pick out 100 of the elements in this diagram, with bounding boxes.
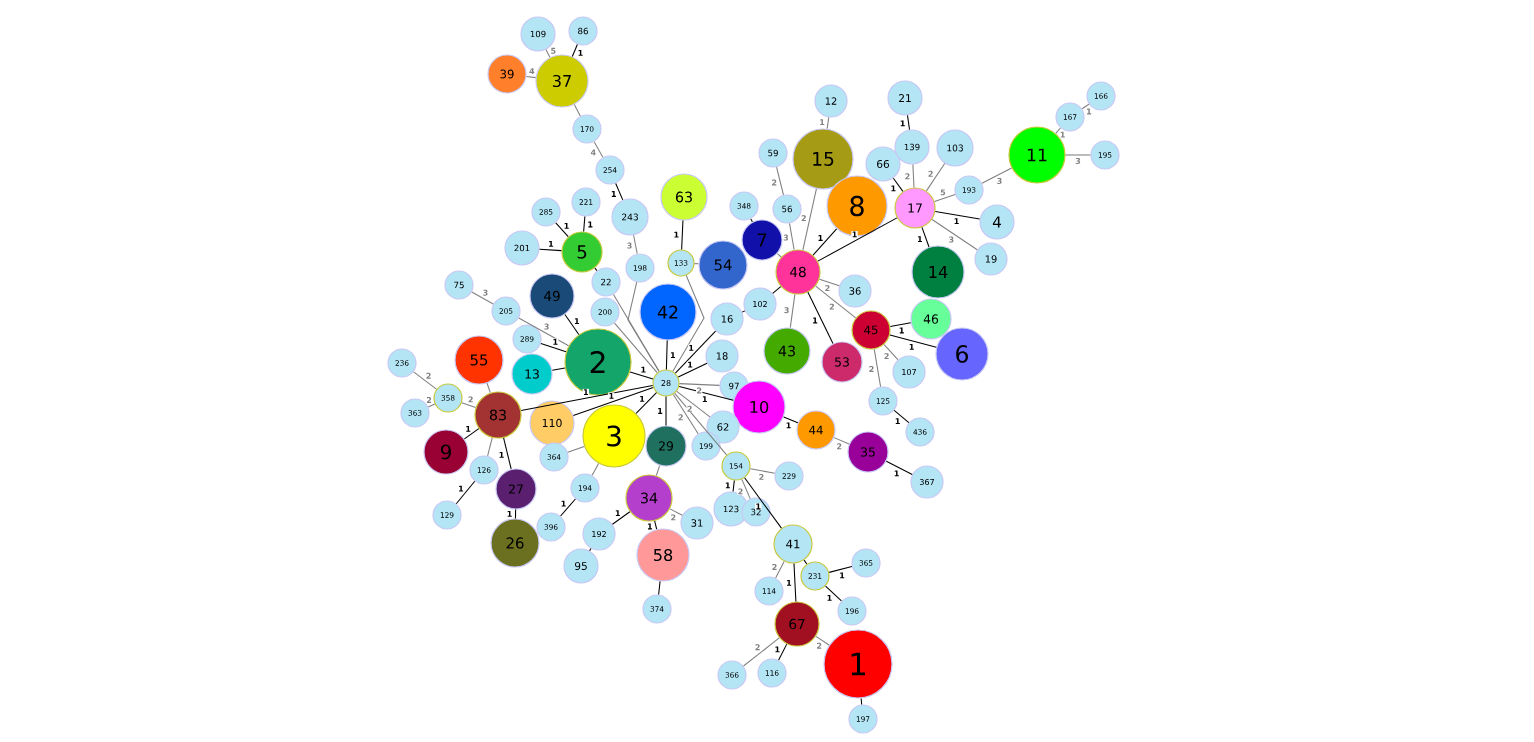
edge-label: 1 <box>785 422 792 429</box>
edge-label: 2 <box>670 514 677 521</box>
edge-label: 4 <box>590 149 597 156</box>
edge-line <box>674 392 728 456</box>
edge-line <box>461 402 477 408</box>
edge-line <box>789 293 796 329</box>
edge-line <box>612 294 660 372</box>
edge-label: 3 <box>782 234 790 241</box>
edge-label: 2 <box>686 405 693 413</box>
edge-line <box>776 166 784 196</box>
edge-label: 2 <box>696 387 703 394</box>
edge-line <box>525 75 537 79</box>
edge-line <box>627 281 660 372</box>
edge-line <box>750 218 753 223</box>
edge-line <box>486 382 491 394</box>
edge-line <box>427 403 436 408</box>
edge-line <box>1055 127 1061 134</box>
edge-line <box>803 559 808 565</box>
edge-line <box>741 310 746 313</box>
edge-line <box>815 285 857 319</box>
edge-line <box>560 498 576 517</box>
edge-label: 1 <box>640 366 647 373</box>
edge-line <box>775 560 785 579</box>
edge-line <box>518 317 570 347</box>
edge-label: 5 <box>939 189 947 196</box>
edge-label: 1 <box>547 240 555 248</box>
edge-line <box>912 164 915 188</box>
edge-label: 1 <box>687 344 695 352</box>
edge-line <box>655 465 661 477</box>
edge-line <box>583 216 586 232</box>
edge-line <box>921 226 930 248</box>
edge-line <box>514 509 517 519</box>
edge-label: 1 <box>785 579 793 587</box>
edge-line <box>591 463 600 476</box>
edge-label: 1 <box>898 327 905 334</box>
edge-label: 2 <box>868 365 875 373</box>
edge-line <box>520 385 654 412</box>
edge-line <box>802 188 817 251</box>
edge-label: 3 <box>996 177 1003 185</box>
edge-line <box>889 322 912 327</box>
edge-label: 1 <box>838 572 846 579</box>
edge-label: 1 <box>614 509 621 517</box>
edge-label: 3 <box>948 236 955 243</box>
edge-line <box>885 460 913 475</box>
edge-label: 1 <box>577 49 584 57</box>
edge-line <box>732 479 735 493</box>
edge-line <box>694 263 699 265</box>
edge-label: 3 <box>482 289 489 297</box>
edge-label: 1 <box>894 417 901 425</box>
edge-line <box>826 116 830 130</box>
edge-line <box>889 334 937 348</box>
edge-label: 1 <box>774 646 781 653</box>
edge-line <box>776 253 782 258</box>
edge-line <box>677 362 708 378</box>
edge-line <box>611 511 631 525</box>
edge-label: 1 <box>755 503 762 510</box>
edge-label: 1 <box>890 185 897 192</box>
edge-line <box>676 390 711 418</box>
edge-label: 1 <box>608 392 615 400</box>
edge-label: 2 <box>425 372 432 380</box>
edge-label: 2 <box>771 179 778 186</box>
edge-line <box>807 291 834 345</box>
edge-line <box>555 222 569 238</box>
edge-label: 2 <box>800 214 807 222</box>
edge-label: 1 <box>656 407 664 415</box>
edge-label: 1 <box>851 231 858 238</box>
edge-label: 1 <box>811 317 819 324</box>
edge-line <box>1081 103 1090 110</box>
edge-label: 1 <box>817 234 824 242</box>
edge-line <box>589 547 592 552</box>
edge-line <box>681 220 684 250</box>
edge-line <box>749 468 776 474</box>
edge-label: 1 <box>582 388 589 396</box>
edge-line <box>892 177 904 192</box>
edge-label: 1 <box>552 338 559 346</box>
edge-label: 2 <box>467 396 474 403</box>
edge-label: 2 <box>425 396 433 404</box>
edge-label: 2 <box>758 473 765 481</box>
edge-line <box>812 228 838 256</box>
edge-line <box>573 104 581 117</box>
edge-line <box>545 49 551 58</box>
edge-line <box>925 162 946 192</box>
edge-label: 3 <box>626 242 633 249</box>
edge-line <box>860 697 863 705</box>
edge-label: 1 <box>669 351 676 359</box>
edge-line <box>503 437 512 470</box>
edge-label: 5 <box>550 47 557 55</box>
edge-line <box>778 643 788 661</box>
edge-line <box>564 314 580 335</box>
edge-label: 2 <box>754 643 761 651</box>
edge-line <box>793 563 797 602</box>
edge-label: 2 <box>824 284 831 292</box>
edge-label: 1 <box>457 485 465 492</box>
edge-line <box>654 520 658 530</box>
edge-label: 1 <box>899 120 906 127</box>
edge-line <box>665 396 667 426</box>
edge-line <box>833 437 850 445</box>
edge-line <box>893 409 910 424</box>
edge-line <box>594 267 598 272</box>
edge-line <box>742 637 780 667</box>
